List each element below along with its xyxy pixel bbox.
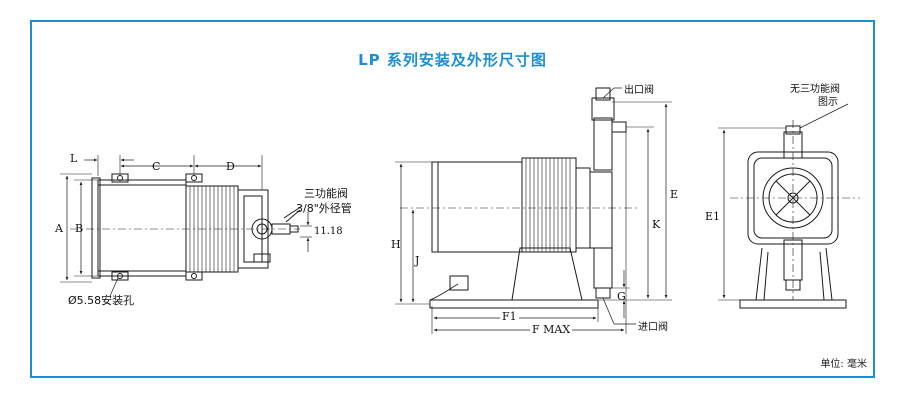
dim-h-label: H: [391, 238, 401, 251]
drawing-title: LP 系列安装及外形尺寸图: [358, 51, 547, 69]
dim-a-label: A: [55, 222, 63, 235]
rear-note-line2: 图示: [818, 97, 838, 108]
dim-e-label: E: [670, 188, 679, 201]
dim-e1-label: E1: [705, 210, 721, 223]
dim-1118-label: 11.18: [314, 226, 343, 237]
dim-g-label: G: [617, 290, 626, 303]
front-view: [60, 155, 312, 297]
dim-b-label: B: [75, 222, 84, 235]
rear-note-line1: 无三功能阀: [790, 84, 840, 95]
dim-d-label: D: [226, 160, 235, 173]
unit-note: 单位: 毫米: [820, 359, 867, 370]
dim-fmax-label: F MAX: [530, 323, 573, 336]
inlet-valve-label: 进口阀: [638, 322, 668, 333]
tube-label: 3/8"外径管: [296, 202, 352, 215]
valve-label: 三功能阀: [304, 187, 348, 200]
dim-c-label: C: [152, 160, 161, 173]
mounting-hole-label: Ø5.58安装孔: [68, 294, 135, 307]
dim-f1-label: F1: [500, 310, 519, 323]
outlet-valve-label: 出口阀: [624, 85, 654, 96]
dim-l-label: L: [70, 152, 78, 165]
rear-view: [718, 103, 860, 309]
dim-k-label: K: [652, 218, 661, 231]
dim-j-label: J: [415, 254, 420, 267]
side-view: [395, 87, 672, 334]
